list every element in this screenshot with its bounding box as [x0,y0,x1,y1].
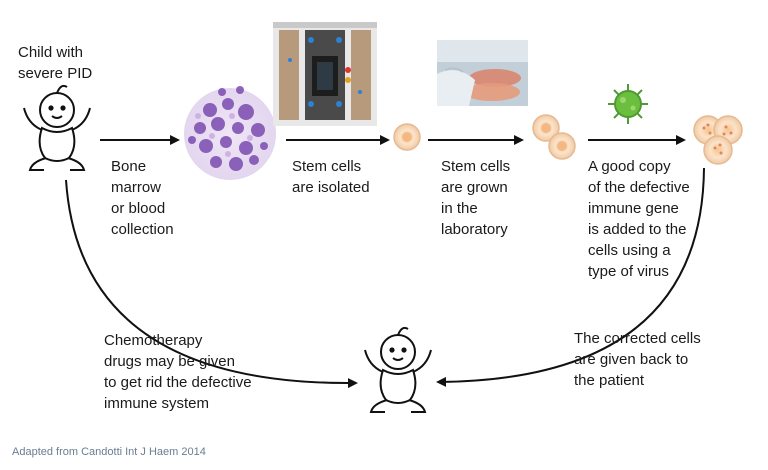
label-gene: A good copy of the defective immune gene… [588,158,690,280]
label-child: Child with severe PID [18,44,93,82]
label-grown: Stem cells are grown in the laboratory [441,158,511,238]
arrow-gene-to-patient [436,167,705,387]
two-stem-cells-icon [532,114,576,160]
arrow-child-to-chemo [65,179,358,389]
source-credit: Adapted from Candotti Int J Haem 2014 [12,446,206,458]
label-chemo: Chemotherapy drugs may be given to get r… [104,332,252,412]
virus-icon [608,84,648,124]
baby-icon-bottom [364,326,432,413]
label-returned: The corrected cells are given back to th… [574,330,701,389]
label-isolated: Stem cells are isolated [292,158,370,196]
flow-arrows [65,135,705,389]
lab-culture-photo [437,40,528,106]
stem-cell-icon [393,123,421,151]
cell-separator-machine [273,22,377,126]
baby-icon-top [23,84,91,171]
bone-marrow-micrograph [184,86,276,180]
corrected-cells-icon [693,115,743,165]
label-bone-marrow: Bone marrow or blood collection [111,158,174,238]
